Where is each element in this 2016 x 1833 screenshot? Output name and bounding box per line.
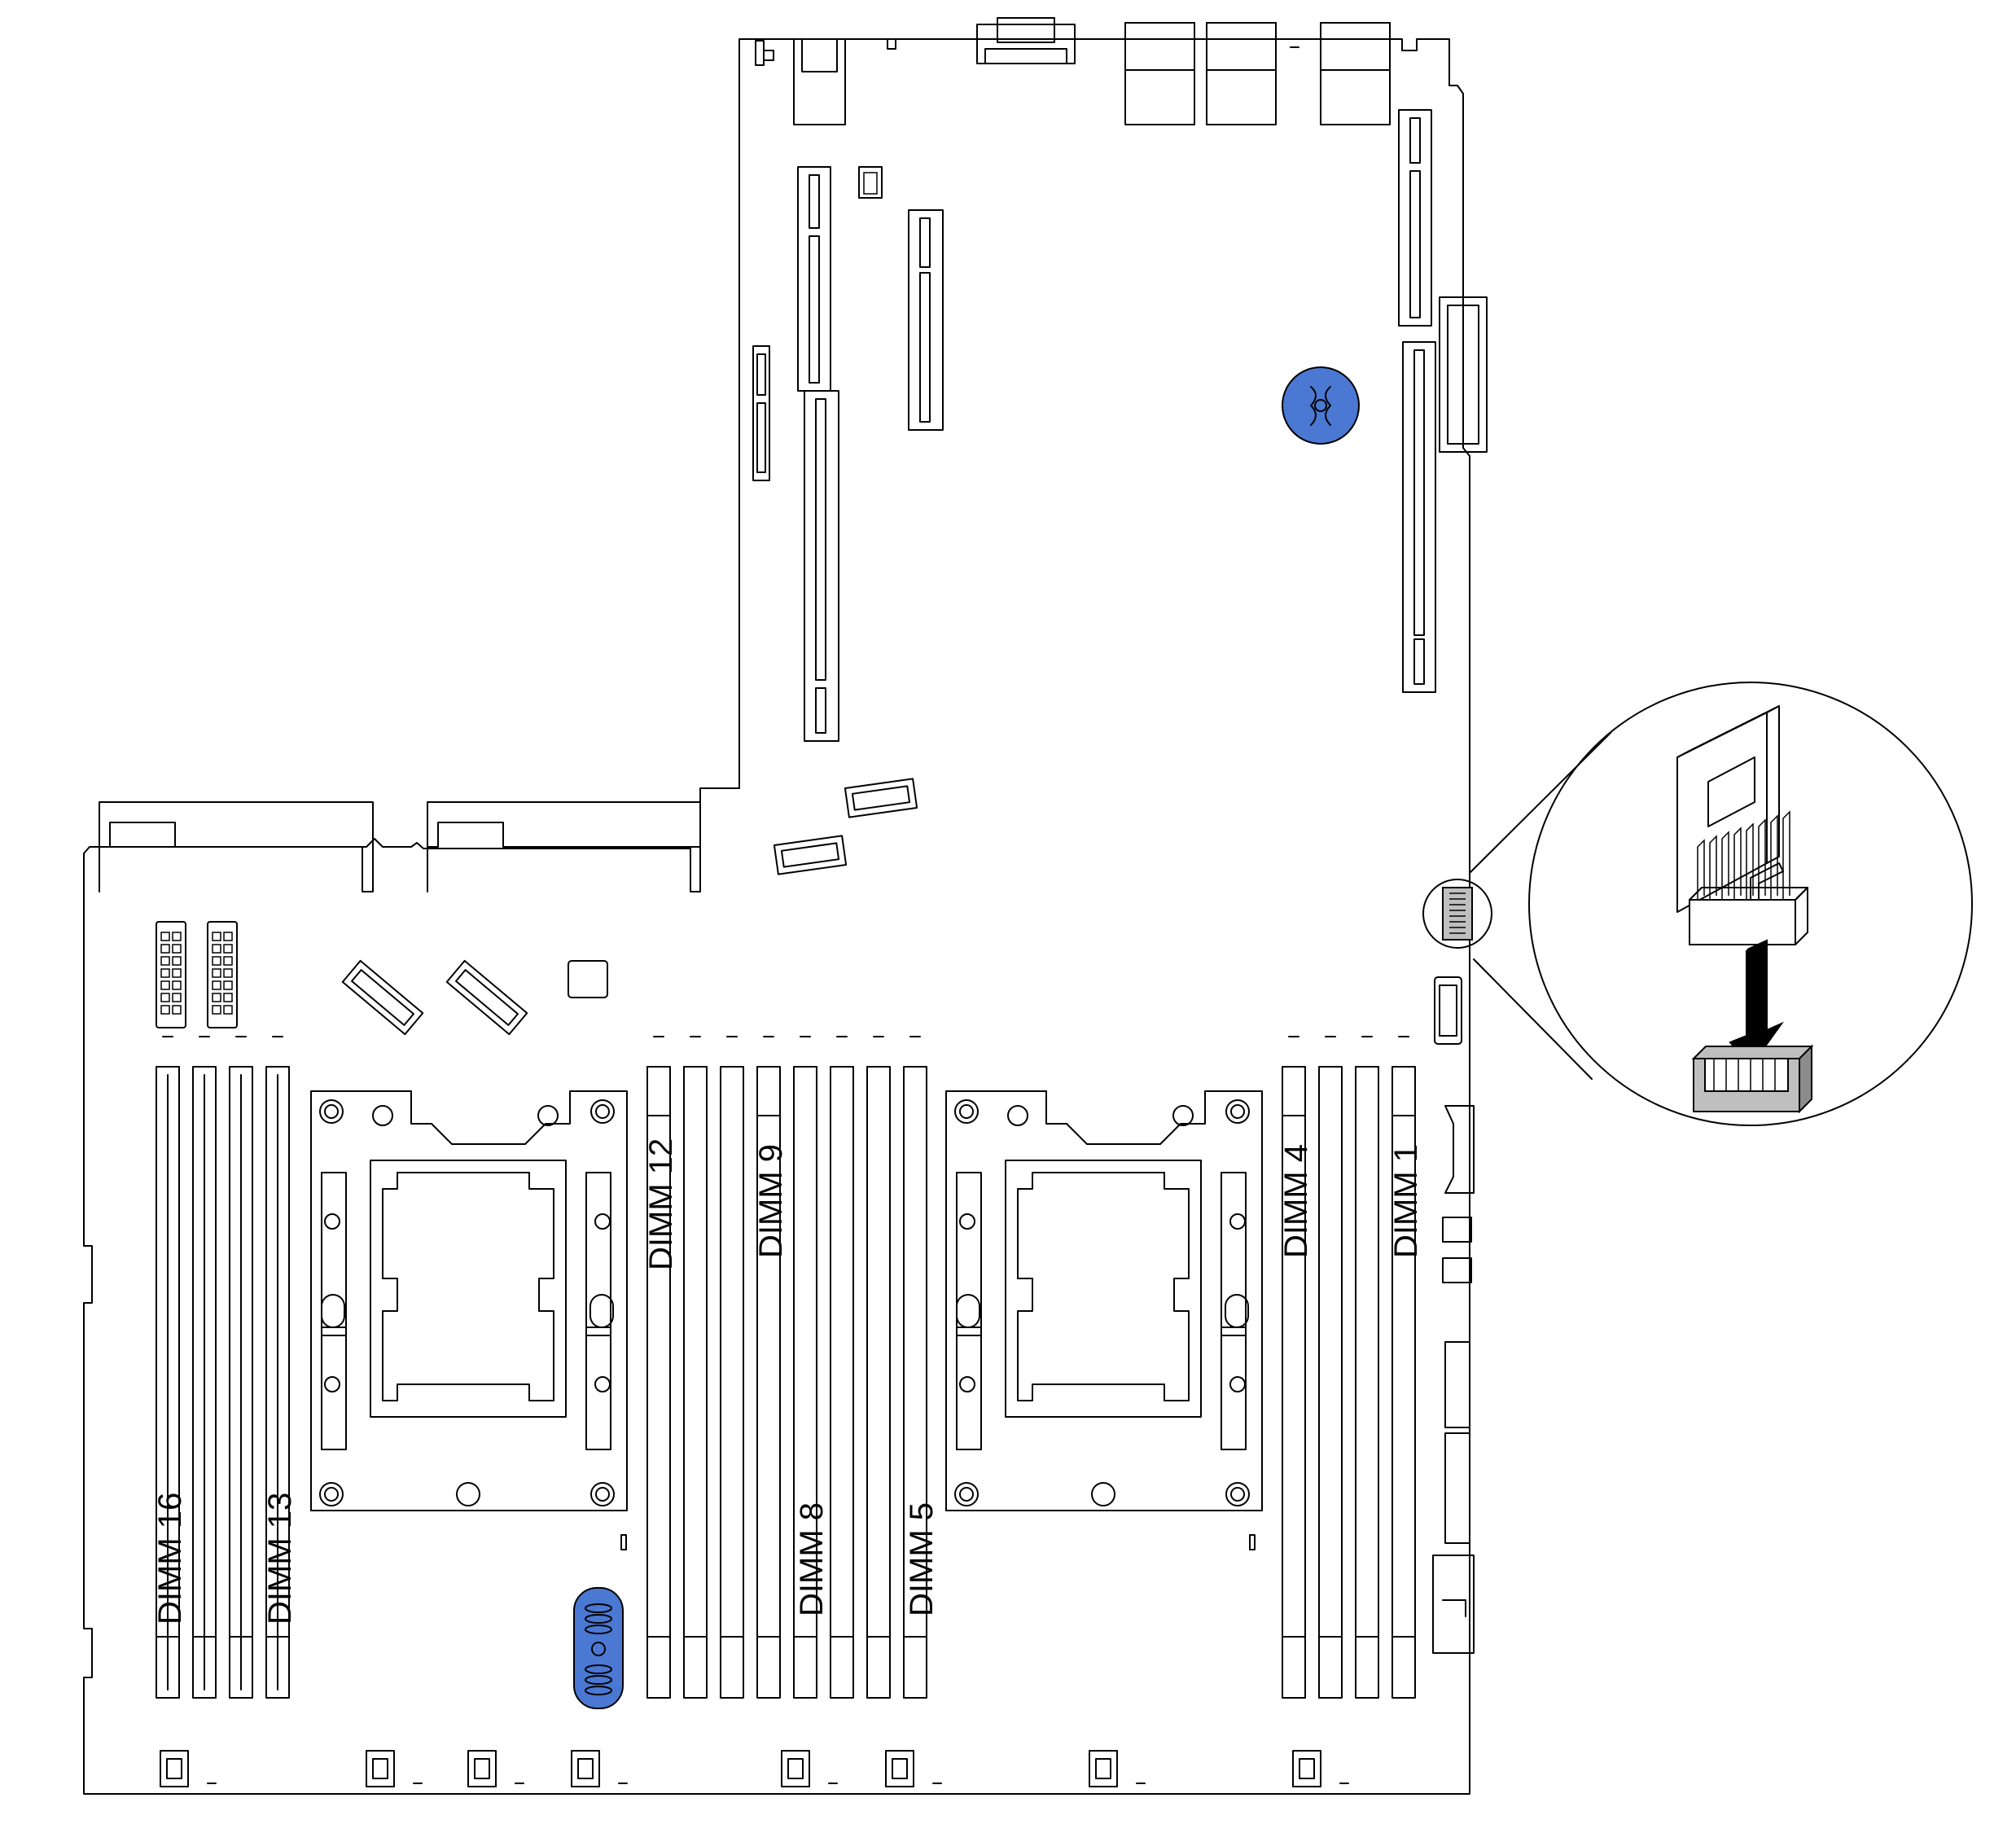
power-connectors — [156, 921, 238, 1028]
fan-connectors — [160, 1750, 1349, 1787]
rear-io-connectors — [755, 17, 1391, 125]
processor-socket-1 — [945, 1090, 1263, 1550]
callout-lines — [1469, 732, 1611, 1080]
riser-slots-right — [1398, 109, 1488, 693]
dimm-slots-right — [1282, 1066, 1416, 1699]
processor-socket-2 — [310, 1090, 628, 1550]
dimm-label-1: DIMM 1 — [1388, 1144, 1424, 1258]
angled-connectors — [341, 778, 918, 1036]
dimm-label-12: DIMM 12 — [643, 1138, 679, 1270]
dimm-label-8: DIMM 8 — [794, 1502, 830, 1616]
dimm-slots-center — [646, 1066, 927, 1699]
system-board-outline — [83, 38, 1470, 1795]
dimm-label-16: DIMM 16 — [152, 1493, 188, 1625]
blue-touch-point-icon — [1282, 366, 1360, 445]
power-supply-bays — [99, 801, 701, 892]
zoom-callout — [1528, 682, 1973, 1126]
dimm-slots-left — [156, 1066, 290, 1699]
right-edge-connectors — [1432, 976, 1475, 1654]
dimm-label-5: DIMM 5 — [904, 1502, 940, 1616]
blue-handle-icon — [573, 1587, 624, 1709]
dimm-label-4: DIMM 4 — [1278, 1144, 1314, 1258]
target-connector — [1422, 879, 1492, 949]
dimm-label-9: DIMM 9 — [753, 1144, 789, 1258]
pcie-slots — [752, 166, 944, 742]
dimm-label-13: DIMM 13 — [262, 1493, 298, 1625]
